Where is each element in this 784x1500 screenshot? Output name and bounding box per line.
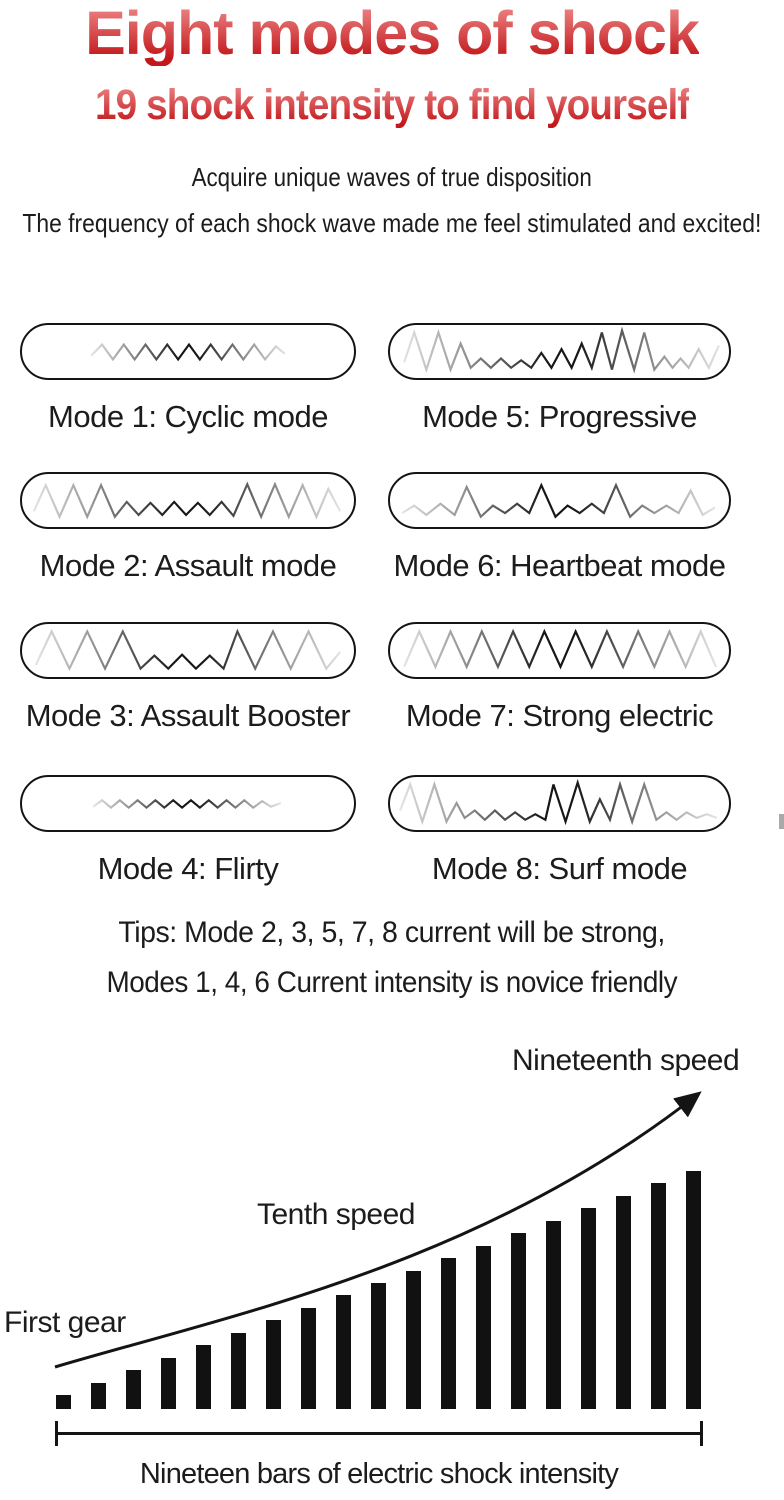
mode-1-waveform-pill	[20, 323, 356, 380]
mode-8-label: Mode 8: Surf mode	[431, 851, 688, 886]
progressive-waveform-icon	[403, 326, 720, 374]
mode-5-label: Mode 5: Progressive	[422, 399, 697, 434]
page-subtitle: 19 shock intensity to find yourself	[94, 81, 690, 129]
strong-electric-waveform-icon	[403, 628, 717, 670]
mode-4-waveform-pill	[20, 775, 356, 832]
heartbeat-waveform-icon	[401, 482, 716, 519]
page-title-row: Eight modes of shock	[0, 0, 784, 66]
annotation-first-gear: First gear	[4, 1306, 126, 1339]
mode-3-waveform-pill	[20, 622, 356, 679]
intensity-bar-5	[195, 1345, 211, 1409]
tagline-1-row: Acquire unique waves of true disposition	[0, 162, 784, 193]
page-subtitle-row: 19 shock intensity to find yourself	[0, 80, 784, 130]
mode-7-panel: Mode 7: Strong electric	[388, 622, 731, 734]
assault-booster-waveform-icon	[34, 628, 342, 672]
intensity-bar-7	[265, 1320, 281, 1409]
intensity-bar-2	[90, 1383, 106, 1409]
mode-3-panel: Mode 3: Assault Booster	[20, 622, 356, 734]
intensity-bar-18	[650, 1183, 666, 1409]
mode-2-waveform-pill	[20, 472, 356, 529]
page-title: Eight modes of shock	[85, 0, 700, 67]
intensity-bar-6	[230, 1333, 246, 1409]
mode-7-label: Mode 7: Strong electric	[405, 698, 714, 733]
mode-7-waveform-pill	[388, 622, 731, 679]
intensity-bar-11	[405, 1271, 421, 1409]
annotation-tenth-speed: Tenth speed	[257, 1198, 415, 1231]
mode-2-panel: Mode 2: Assault mode	[20, 472, 356, 584]
x-axis-bracket-tick-left	[55, 1421, 58, 1446]
tips-line-2-row: Modes 1, 4, 6 Current intensity is novic…	[0, 966, 784, 1000]
mode-3-label: Mode 3: Assault Booster	[25, 698, 351, 733]
x-axis-label: Nineteen bars of electric shock intensit…	[139, 1458, 619, 1490]
tagline-2-row: The frequency of each shock wave made me…	[0, 208, 784, 239]
trend-arrow	[54, 1091, 702, 1369]
surf-waveform-icon	[399, 778, 718, 826]
intensity-bar-19	[685, 1171, 701, 1409]
intensity-bar-17	[615, 1196, 631, 1409]
flirty-waveform-icon	[92, 798, 282, 810]
intensity-bar-3	[125, 1370, 141, 1409]
intensity-bar-13	[475, 1246, 491, 1409]
mode-8-panel: Mode 8: Surf mode	[388, 775, 731, 887]
intensity-bar-9	[335, 1295, 351, 1409]
mode-5-panel: Mode 5: Progressive	[388, 323, 731, 435]
tips-line-2: Modes 1, 4, 6 Current intensity is novic…	[106, 966, 678, 999]
mode-8-waveform-pill	[388, 775, 731, 832]
intensity-bar-chart	[0, 1171, 784, 1409]
mode-4-panel: Mode 4: Flirty	[20, 775, 356, 887]
intensity-bar-4	[160, 1358, 176, 1409]
mode-6-label: Mode 6: Heartbeat mode	[393, 548, 726, 583]
x-axis-label-row: Nineteen bars of electric shock intensit…	[0, 1458, 758, 1491]
cropped-edge-artifact	[779, 814, 784, 829]
intensity-bar-14	[510, 1233, 526, 1409]
intensity-bar-12	[440, 1258, 456, 1409]
assault-waveform-icon	[32, 481, 342, 520]
intensity-bar-15	[545, 1221, 561, 1409]
intensity-bar-16	[580, 1208, 596, 1409]
intensity-bar-10	[370, 1283, 386, 1409]
x-axis-bracket-tick-right	[700, 1421, 703, 1446]
tips-line-1-row: Tips: Mode 2, 3, 5, 7, 8 current will be…	[0, 916, 784, 950]
annotation-nineteenth-speed: Nineteenth speed	[512, 1044, 740, 1077]
mode-6-waveform-pill	[388, 472, 731, 529]
mode-6-panel: Mode 6: Heartbeat mode	[388, 472, 731, 584]
intensity-bar-8	[300, 1308, 316, 1409]
mode-1-panel: Mode 1: Cyclic mode	[20, 323, 356, 435]
tagline-2: The frequency of each shock wave made me…	[22, 208, 762, 238]
tagline-1: Acquire unique waves of true disposition	[191, 162, 593, 192]
mode-5-waveform-pill	[388, 323, 731, 380]
mode-2-label: Mode 2: Assault mode	[39, 548, 337, 583]
mode-4-label: Mode 4: Flirty	[97, 851, 279, 886]
cyclic-waveform-icon	[90, 342, 286, 362]
x-axis-bracket-line	[56, 1432, 702, 1435]
mode-1-label: Mode 1: Cyclic mode	[48, 399, 328, 434]
intensity-bar-1	[55, 1395, 71, 1409]
tips-line-1: Tips: Mode 2, 3, 5, 7, 8 current will be…	[118, 916, 666, 949]
